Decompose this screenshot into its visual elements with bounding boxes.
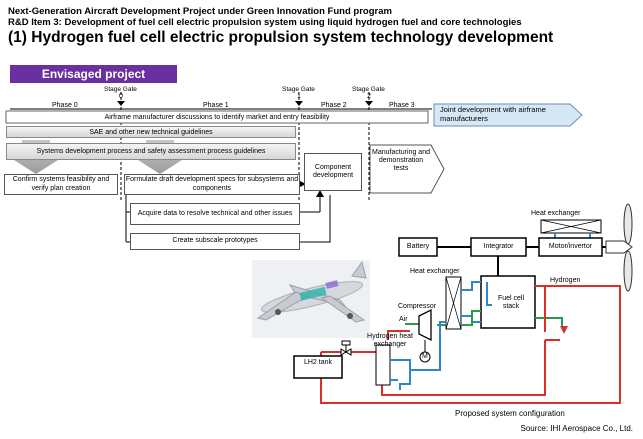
- subscale-prototypes-box: Create subscale prototypes: [130, 233, 300, 250]
- phase-0-label: Phase 0: [52, 102, 78, 109]
- phase-1-label: Phase 1: [203, 102, 229, 109]
- integrator-label: Integrator: [483, 243, 514, 250]
- heat-exchanger-left-label: Heat exchanger: [410, 268, 460, 275]
- stage-gate-1-number: 1: [297, 93, 301, 100]
- manufacturing-arrow-shape: [369, 144, 445, 194]
- air-label: Air: [399, 316, 408, 323]
- motor-inverter-label: Motor/invertor: [548, 243, 593, 250]
- source-credit: Source: IHI Aerospace Co., Ltd.: [520, 424, 633, 433]
- compressor-icon: [418, 308, 432, 342]
- process-guidelines-bar: Systems development process and safety a…: [6, 143, 296, 160]
- valve-icon: [340, 340, 352, 356]
- confirm-feasibility-box: Confirm systems feasibility and verify p…: [4, 174, 118, 195]
- component-development-box: Component development: [304, 153, 362, 191]
- stage-gate-1-label: Stage Gate: [282, 86, 315, 93]
- battery-label: Battery: [406, 243, 430, 250]
- hydrogen-label: Hydrogen: [550, 277, 581, 284]
- manufacturing-label: Manufacturing and demonstration tests: [372, 149, 430, 173]
- phase-2-label: Phase 2: [321, 102, 347, 109]
- compressor-label: Compressor: [398, 303, 437, 310]
- heat-exchanger-top-label: Heat exchanger: [531, 210, 581, 217]
- program-subtitle: Next-Generation Aircraft Development Pro…: [8, 6, 392, 17]
- rd-item-subtitle: R&D Item 3: Development of fuel cell ele…: [8, 17, 522, 28]
- fuel-cell-stack-label: Fuel cell stack: [497, 295, 525, 311]
- airframe-discussion-bar: Airframe manufacturer discussions to ide…: [104, 114, 330, 121]
- formulate-specs-box: Formulate draft development specs for su…: [124, 174, 300, 195]
- stage-gate-0-label: Stage Gate: [104, 86, 137, 93]
- stage-gate-0-number: 0: [119, 93, 123, 100]
- propeller-icon: [605, 203, 633, 292]
- phase-3-label: Phase 3: [389, 102, 415, 109]
- sae-guidelines-bar: SAE and other new technical guidelines: [6, 126, 296, 138]
- hydrogen-heat-exchanger-label: Hydrogen heat exchanger: [367, 333, 413, 348]
- page-title: (1) Hydrogen fuel cell electric propulsi…: [8, 29, 554, 46]
- system-configuration-caption: Proposed system configuration: [455, 409, 565, 418]
- joint-development-arrow: Joint development with airframe manufact…: [440, 105, 546, 123]
- motor-symbol: M: [422, 353, 428, 360]
- acquire-data-box: Acquire data to resolve technical and ot…: [130, 203, 300, 225]
- manufacturing-arrow: Manufacturing and demonstration tests: [369, 144, 445, 194]
- aircraft-illustration: [252, 260, 370, 338]
- envisaged-project-banner: Envisaged project: [10, 65, 177, 83]
- stage-gate-2-number: 2: [367, 93, 371, 100]
- stage-gate-2-label: Stage Gate: [352, 86, 385, 93]
- lh2-tank-label: LH2 tank: [303, 359, 333, 366]
